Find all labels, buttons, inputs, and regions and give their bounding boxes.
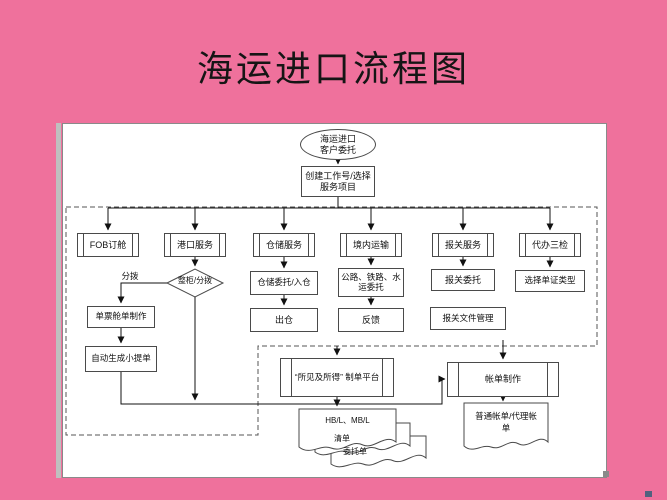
flow-node-inland-feedback: 反馈: [338, 308, 404, 332]
flow-node-doc-type: 选择单证类型: [515, 270, 585, 292]
flow-node-fob-booking: FOB订舱: [77, 233, 139, 257]
flow-node-start: 海运进口 客户委托: [300, 129, 376, 160]
flow-node-inland-transport: 境内运输: [340, 233, 402, 257]
slide-corner-marker: [645, 491, 652, 497]
resize-handle: [603, 471, 609, 477]
document-label-list: 清单: [334, 434, 350, 443]
flow-node-warehouse-service: 仓储服务: [253, 233, 315, 257]
branch-label: 分拨: [121, 271, 139, 281]
flow-node-manifest: 单票舱单制作: [87, 306, 155, 328]
flow-node-customs-files: 报关文件管理: [430, 307, 506, 330]
flow-node-inland-order: 公路、铁路、水 运委托: [338, 268, 404, 297]
flow-node-warehouse-out: 出仓: [250, 308, 318, 332]
flow-node-inspection-agency: 代办三检: [519, 233, 581, 257]
flow-node-port-service: 港口服务: [164, 233, 226, 257]
canvas-left-edge: [56, 123, 61, 478]
document-label-order: 委托单: [343, 447, 367, 456]
decision-label: 整柜/分拨: [177, 276, 213, 285]
flow-node-warehouse-order: 仓储委托/入仓: [250, 271, 318, 295]
flow-node-platform: “所见及所得” 制单平台: [280, 358, 394, 397]
flow-node-create-job: 创建工作号/选择 服务项目: [301, 166, 375, 197]
flow-node-billing: 帐单制作: [447, 362, 559, 397]
flow-node-customs-order: 报关委托: [431, 269, 495, 291]
slide-title: 海运进口流程图: [196, 49, 470, 89]
document-label-bill: 普通帐单/代理帐 单: [475, 411, 537, 433]
flow-node-customs-service: 报关服务: [432, 233, 494, 257]
document-label-bl: HB/L、MB/L: [325, 416, 370, 425]
flow-node-auto-bl: 自动生成小提单: [85, 346, 157, 372]
